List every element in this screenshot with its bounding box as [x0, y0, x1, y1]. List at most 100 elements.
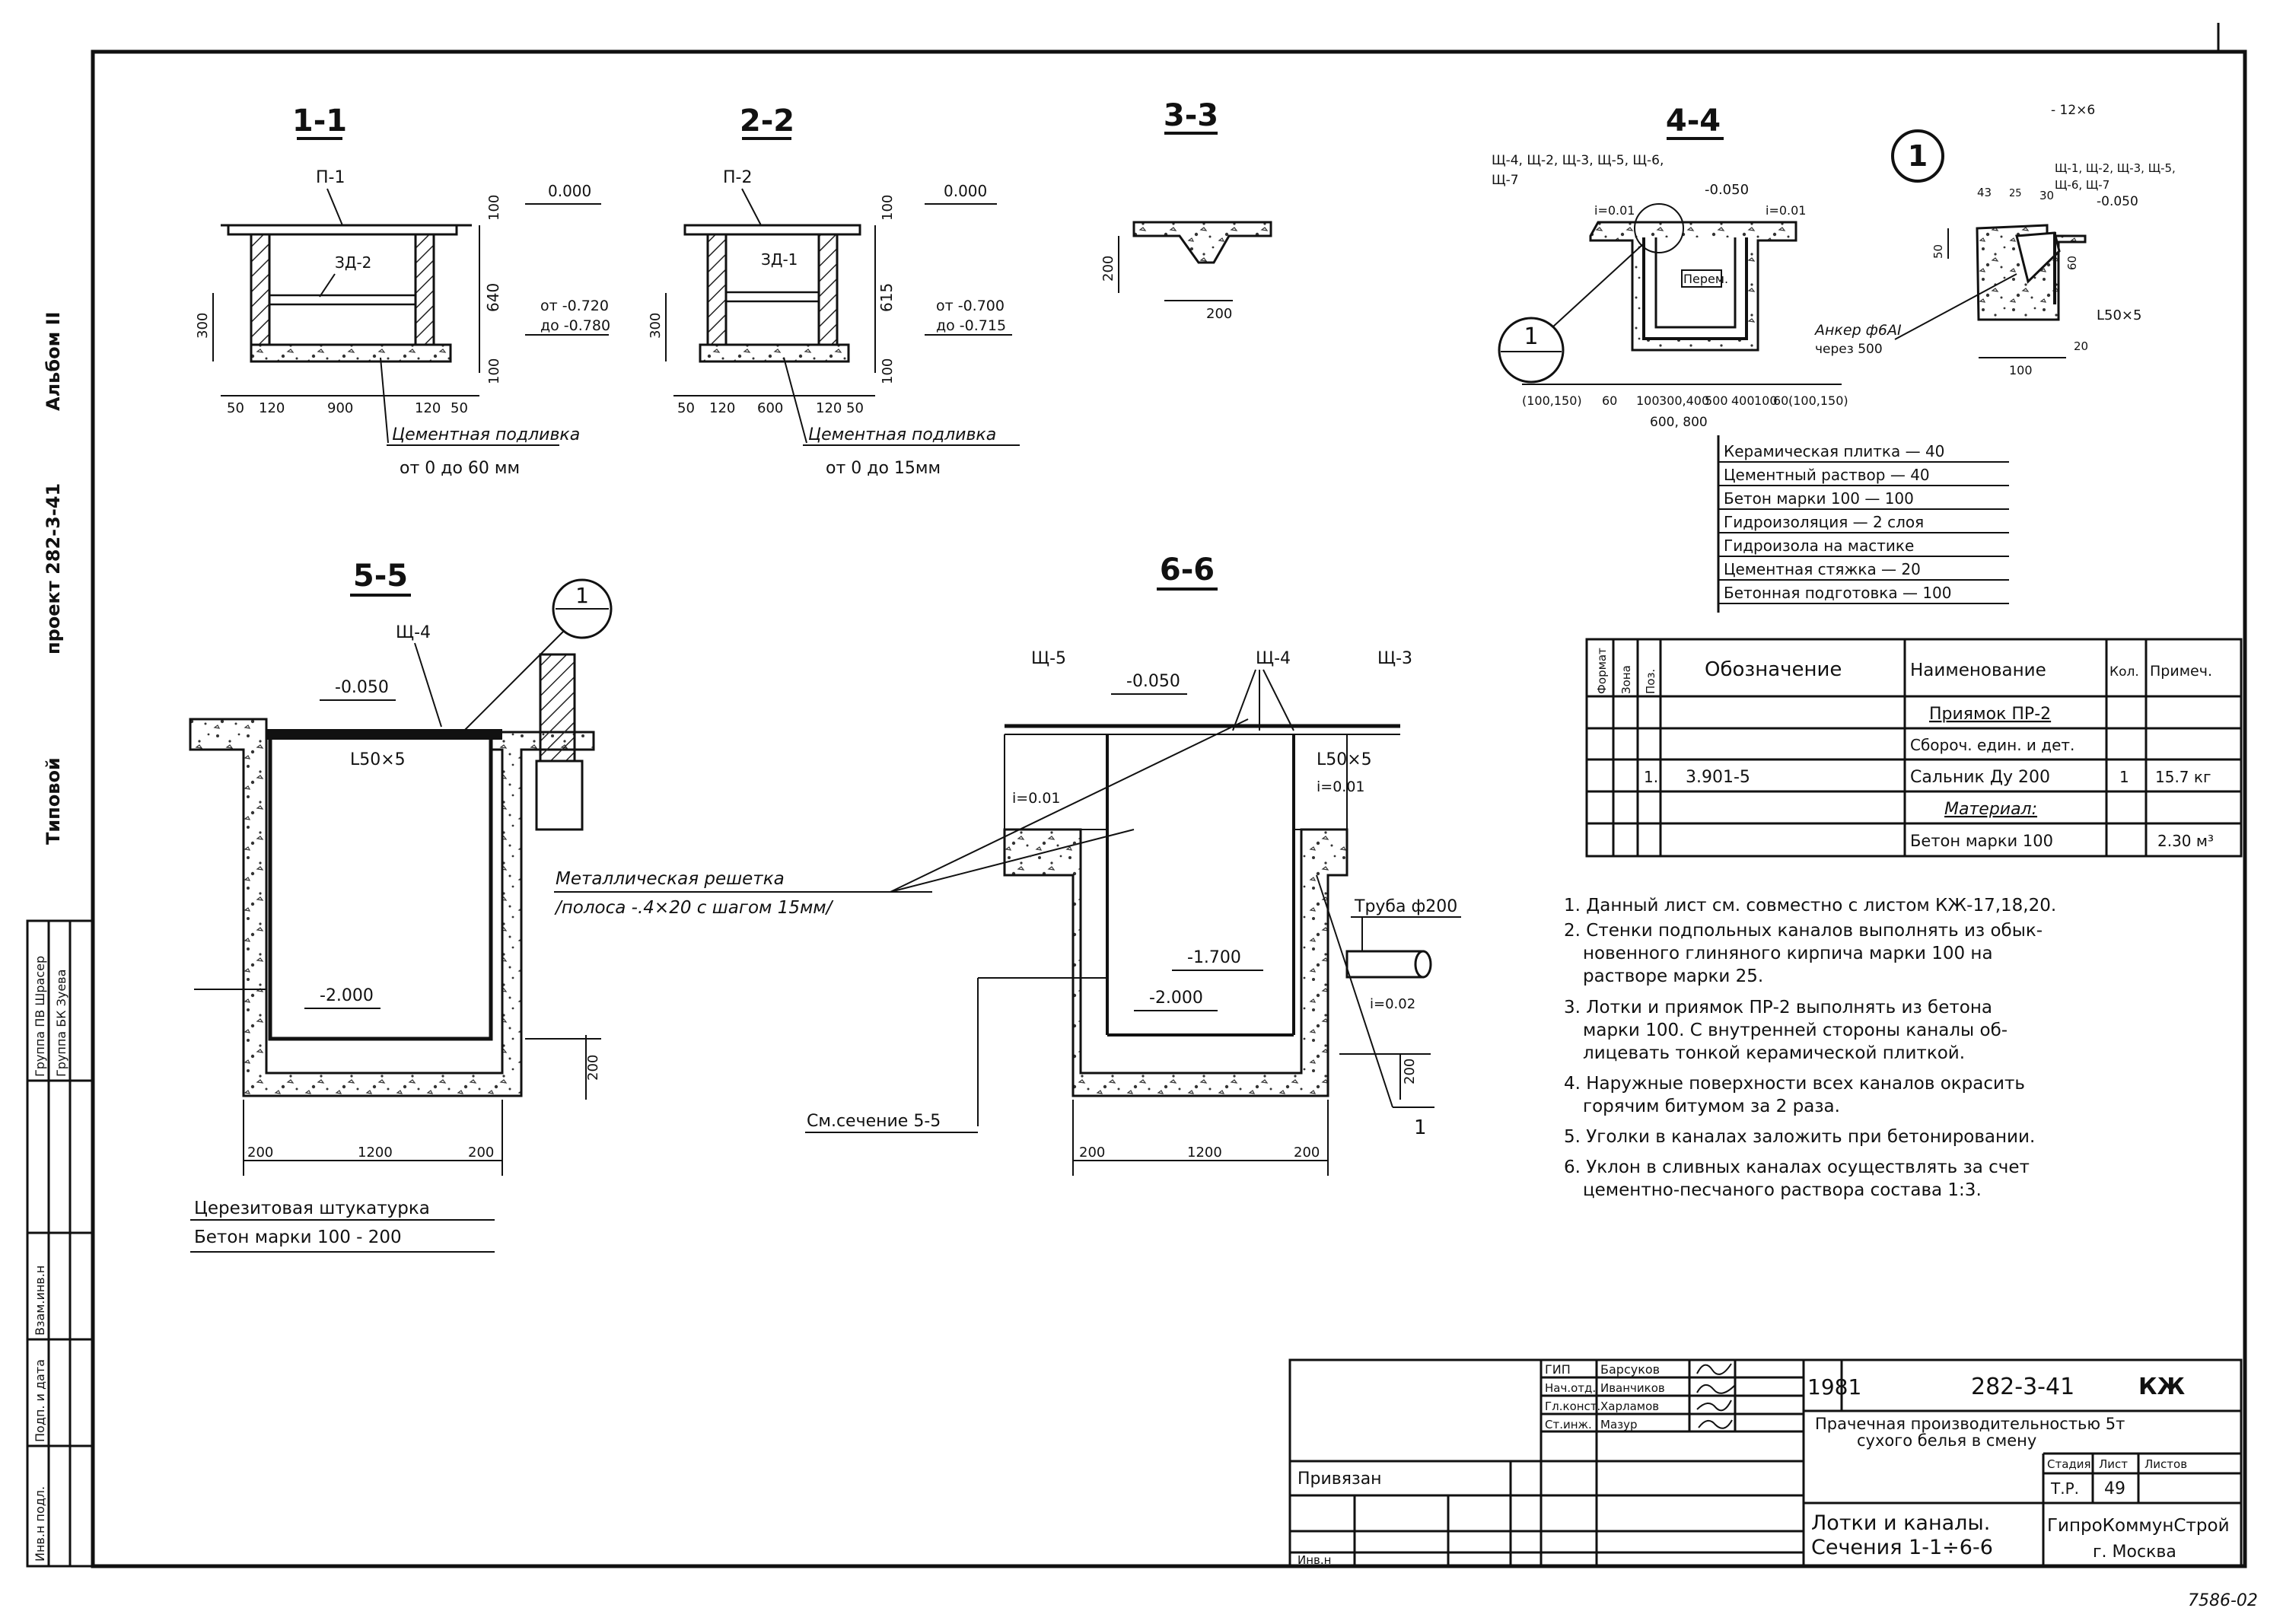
- s66-dim-b1: 1200: [1187, 1145, 1222, 1161]
- s11-level-mid1: от -0.720: [540, 298, 609, 314]
- section-4-4: 4-4 Щ-4, Щ-2, Щ-3, Щ-5, Щ-6, Щ-7 Перем. …: [1492, 103, 1848, 430]
- s66-level-bot: -2.000: [1149, 989, 1203, 1008]
- section-2-2: 2-2 П-2 ЗД-1 0.000 от -0.700 до -0.715 1…: [648, 103, 1020, 478]
- tb-code: 282-3-41: [1971, 1374, 2074, 1400]
- layer-2: Бетон марки 100 — 100: [1724, 489, 1914, 508]
- tb-stage-h: Стадия: [2047, 1457, 2091, 1471]
- note-2: новенного глиняного кирпича марки 100 на: [1583, 944, 1993, 963]
- node1-dim-25: 25: [2009, 188, 2022, 199]
- node1-dim-top: - 12×6: [2051, 103, 2095, 118]
- s11-dim-b2: 900: [327, 400, 353, 416]
- tb-staff-2-name: Харламов: [1600, 1400, 1659, 1413]
- s55-dim-b0: 200: [247, 1145, 273, 1161]
- s11-note2: от 0 до 60 мм: [400, 459, 520, 478]
- layers-legend: Керамическая плитка — 40 Цементный раств…: [1717, 435, 2009, 613]
- section-6-6-title: 6-6: [1160, 552, 1215, 588]
- s22-dim-b3: 120: [816, 400, 842, 416]
- spec-r2-qty: 1: [2119, 768, 2129, 786]
- note-11: цементно-песчаного раствора состава 1:3.: [1583, 1180, 1982, 1200]
- signature-4: [1698, 1419, 1733, 1429]
- note-0: 1. Данный лист см. совместно с листом КЖ…: [1564, 896, 2056, 915]
- section-2-2-title: 2-2: [740, 103, 794, 139]
- s66-pipe: Труба ф200: [1354, 897, 1457, 916]
- group2-label: Группа БК Зуева: [54, 970, 68, 1077]
- tb-staff-3-role: Ст.инж.: [1545, 1418, 1592, 1431]
- section-4-4-title: 4-4: [1666, 103, 1721, 139]
- note-7: 4. Наружные поверхности всех каналов окр…: [1564, 1074, 2025, 1094]
- sheet-frame: [91, 23, 2247, 1568]
- section-1-1: 1-1 П-1 ЗД-2 0.000 от -0.720 до -0.780 1…: [195, 103, 610, 478]
- s11-level-mid2: до -0.780: [540, 317, 610, 334]
- typical-label: Типовой: [43, 757, 64, 845]
- s66-level-top: -0.050: [1126, 672, 1180, 691]
- s55-callout-num: 1: [575, 583, 589, 608]
- s66-dim-b2: 200: [1294, 1145, 1320, 1161]
- spec-h-zone: Зона: [1619, 665, 1633, 694]
- s22-dim-b4: 50: [846, 400, 864, 416]
- node1-dim-60: 60: [2065, 256, 2079, 270]
- spec-h-qty: Кол.: [2109, 664, 2139, 680]
- s66-pipe-slope: i=0.02: [1370, 996, 1415, 1012]
- tb-project-name2: сухого белья в смену: [1857, 1431, 2036, 1450]
- signature-1: [1696, 1363, 1732, 1375]
- s66-mark-l: Щ-5: [1031, 649, 1066, 668]
- layer-1: Цементный раствор — 40: [1724, 466, 1930, 484]
- s11-level-top: 0.000: [548, 182, 591, 200]
- spec-r2-note: 15.7 кг: [2155, 768, 2211, 786]
- s22-slab-label: П-2: [723, 168, 752, 187]
- note-9: 5. Уголки в каналах заложить при бетонир…: [1564, 1127, 2035, 1147]
- s11-dim-b4: 50: [451, 400, 468, 416]
- spec-r2-pos: 1.: [1644, 768, 1658, 786]
- s22-dim-b2: 600: [757, 400, 783, 416]
- node1-anchor1: Анкер ф6AI: [1813, 322, 1902, 339]
- s33-dim-v: 200: [1100, 256, 1116, 282]
- tb-kj: КЖ: [2138, 1374, 2186, 1400]
- s11-dim-b0: 50: [227, 400, 244, 416]
- s11-dim-b3: 120: [415, 400, 441, 416]
- s55-level-bot: -2.000: [320, 986, 374, 1005]
- spec-r2-name: Сальник Ду 200: [1910, 768, 2050, 787]
- tb-stage: Т.Р.: [2050, 1479, 2079, 1498]
- spec-h-note: Примеч.: [2150, 663, 2212, 680]
- tb-sheets-h: Листов: [2144, 1457, 2187, 1471]
- s22-level-top: 0.000: [944, 182, 987, 200]
- spec-h-designation: Обозначение: [1705, 658, 1842, 681]
- s44-callout-circle: [1498, 317, 1565, 384]
- node1-dim-50: 50: [1931, 244, 1945, 259]
- s66-level-pipe: -1.700: [1187, 948, 1241, 967]
- inv-podl-label: Инв.н подл.: [33, 1486, 47, 1562]
- s66-slope-l: i=0.01: [1012, 790, 1061, 807]
- s44-dim-b2: 100: [1636, 393, 1660, 408]
- tb-sheet-h: Лист: [2099, 1457, 2128, 1471]
- node1-marks: Щ-1, Щ-2, Щ-3, Щ-5,: [2055, 161, 2176, 175]
- note-8: горячим битумом за 2 раза.: [1583, 1097, 1840, 1116]
- section-5-5-title: 5-5: [353, 559, 408, 594]
- section-3-3: 3-3 200 200: [1100, 98, 1272, 322]
- s66-callout: 1: [1414, 1116, 1427, 1139]
- layer-5: Цементная стяжка — 20: [1724, 560, 1921, 578]
- node1-level: -0.050: [2097, 194, 2138, 209]
- stamp-number: 7586-02: [2188, 1591, 2258, 1610]
- s44-dim-b7: 60: [1773, 393, 1788, 408]
- note-1: 2. Стенки подпольных каналов выполнять и…: [1564, 921, 2043, 941]
- tb-year: 1981: [1807, 1374, 1861, 1400]
- s44-label-in: Перем.: [1683, 272, 1728, 286]
- s11-note1: Цементная подливка: [392, 425, 580, 444]
- node-1-num: 1: [1908, 139, 1928, 173]
- s55-dim-b2: 200: [468, 1145, 494, 1161]
- s55-dim-b1: 1200: [358, 1145, 393, 1161]
- node1-dim-43: 43: [1977, 186, 1992, 199]
- tb-staff-2-role: Гл.конст.: [1545, 1400, 1600, 1413]
- note-3: растворе марки 25.: [1583, 966, 1763, 986]
- section-5-5: 5-5 Щ-4 -0.050 L50×5 1 -2.000 200 200 12…: [189, 559, 613, 1253]
- spec-h-pos: Поз.: [1644, 669, 1657, 694]
- tb-sheet: 49: [2104, 1479, 2125, 1498]
- tb-org1: ГипроКоммунСтрой: [2047, 1516, 2230, 1536]
- s33-dim-h: 200: [1206, 306, 1232, 322]
- node1-dim-100: 100: [2009, 363, 2033, 377]
- section-3-3-title: 3-3: [1164, 98, 1218, 133]
- tb-inv: Инв.н: [1298, 1553, 1331, 1567]
- s55-angle: L50×5: [350, 750, 406, 769]
- s55-level-top: -0.050: [335, 678, 389, 697]
- spec-r2-designation: 3.901-5: [1686, 768, 1750, 787]
